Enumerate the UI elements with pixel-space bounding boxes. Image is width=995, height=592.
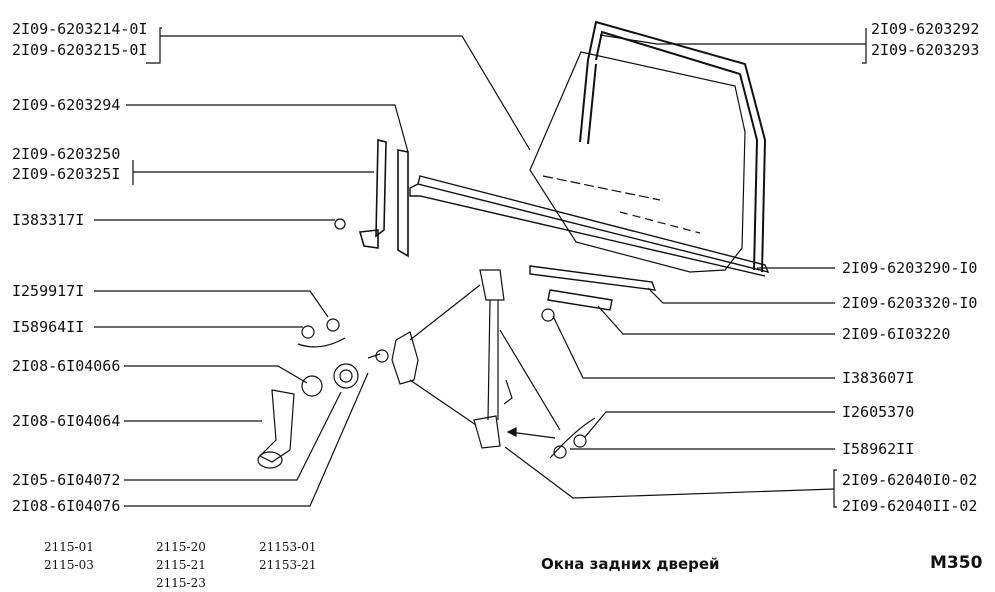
assembly-arrows bbox=[367, 353, 556, 439]
diagram-title: Окна задних дверей bbox=[541, 555, 720, 573]
part-label: I383607I bbox=[842, 369, 915, 387]
model-code: 2115-01 bbox=[44, 540, 94, 554]
part-label: 2I09-6203292 bbox=[871, 20, 980, 38]
part-label: I2605370 bbox=[842, 403, 915, 421]
glass-guides bbox=[358, 138, 409, 258]
part-label: 2I08-6I04066 bbox=[12, 357, 121, 375]
part-label: I58962II bbox=[842, 440, 915, 458]
part-label: 2I09-62040II-02 bbox=[842, 497, 978, 515]
part-label: I58964II bbox=[12, 318, 85, 336]
model-code: 21153-01 bbox=[259, 540, 317, 554]
part-label: 2I09-6203214-0I bbox=[12, 20, 148, 38]
part-label: 2I09-6203320-I0 bbox=[842, 294, 978, 312]
part-label: 2I09-62040I0-02 bbox=[842, 471, 978, 489]
leader-lines-right bbox=[504, 28, 867, 508]
fasteners bbox=[297, 218, 596, 459]
part-label: 2I09-620325I bbox=[12, 165, 121, 183]
leader-lines-left bbox=[94, 27, 531, 507]
inner-weatherstrip bbox=[529, 265, 657, 311]
seal-channel bbox=[579, 20, 767, 273]
door-glass bbox=[529, 51, 746, 273]
part-label: 2I09-6203215-0I bbox=[12, 41, 148, 59]
part-label: I383317I bbox=[12, 211, 85, 229]
outer-weatherstrip bbox=[409, 175, 770, 277]
model-code: 2115-21 bbox=[156, 558, 206, 572]
part-label: 2I09-6203294 bbox=[12, 96, 121, 114]
model-code: 21153-21 bbox=[259, 558, 317, 572]
model-code: 2115-20 bbox=[156, 540, 206, 554]
sheet-id: М350 bbox=[930, 553, 983, 573]
part-label: 2I08-6I04064 bbox=[12, 412, 121, 430]
window-regulator bbox=[391, 269, 561, 449]
part-label: 2I09-6203250 bbox=[12, 145, 121, 163]
part-label: 2I09-6203290-I0 bbox=[842, 259, 978, 277]
part-label: 2I09-6I03220 bbox=[842, 325, 951, 343]
part-label: 2I09-6203293 bbox=[871, 41, 980, 59]
model-code: 2115-23 bbox=[156, 576, 206, 590]
part-label: I259917I bbox=[12, 282, 85, 300]
crank-handle bbox=[257, 349, 389, 469]
part-label: 2I05-6I04072 bbox=[12, 471, 121, 489]
model-code: 2115-03 bbox=[44, 558, 94, 572]
part-label: 2I08-6I04076 bbox=[12, 497, 121, 515]
